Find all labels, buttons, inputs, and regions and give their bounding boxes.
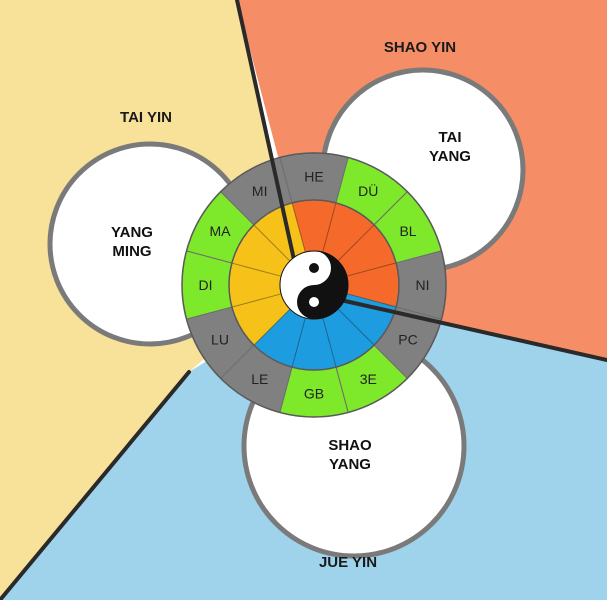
tai-yin-label: TAI YIN bbox=[120, 109, 172, 126]
segment-label-bl: BL bbox=[399, 223, 416, 239]
shao-yin-label: SHAO YIN bbox=[384, 39, 456, 56]
wheel-ring-outline bbox=[181, 152, 447, 418]
divider-right bbox=[312, 292, 607, 362]
segment-label-pc: PC bbox=[398, 331, 417, 347]
segment-label-mi: MI bbox=[252, 183, 268, 199]
wheel-ring-outline bbox=[228, 199, 400, 371]
shao-yang-label-line2: YANG bbox=[329, 456, 371, 473]
segment-label-3e: 3E bbox=[360, 371, 377, 387]
segment-label-gb: GB bbox=[304, 386, 324, 402]
jue-yin-label: JUE YIN bbox=[319, 554, 377, 571]
yang-ming-label-line1: YANG bbox=[111, 224, 153, 241]
segment-label-dü: DÜ bbox=[358, 182, 378, 199]
shao-yang-label-line1: SHAO bbox=[328, 437, 372, 454]
divider-bottom-left bbox=[0, 370, 191, 600]
tai-yang-label-line2: YANG bbox=[429, 148, 471, 165]
segment-label-lu: LU bbox=[211, 331, 229, 347]
tai-yang-label-line1: TAI bbox=[438, 129, 461, 146]
segment-label-di: DI bbox=[199, 277, 213, 293]
segment-label-ni: NI bbox=[416, 277, 430, 293]
yin-yang-icon bbox=[279, 250, 349, 320]
yang-ming-label-line2: MING bbox=[112, 243, 151, 260]
segment-label-le: LE bbox=[251, 371, 268, 387]
divider-top bbox=[235, 0, 300, 280]
segment-label-he: HE bbox=[304, 169, 323, 185]
segment-label-ma: MA bbox=[210, 223, 232, 239]
